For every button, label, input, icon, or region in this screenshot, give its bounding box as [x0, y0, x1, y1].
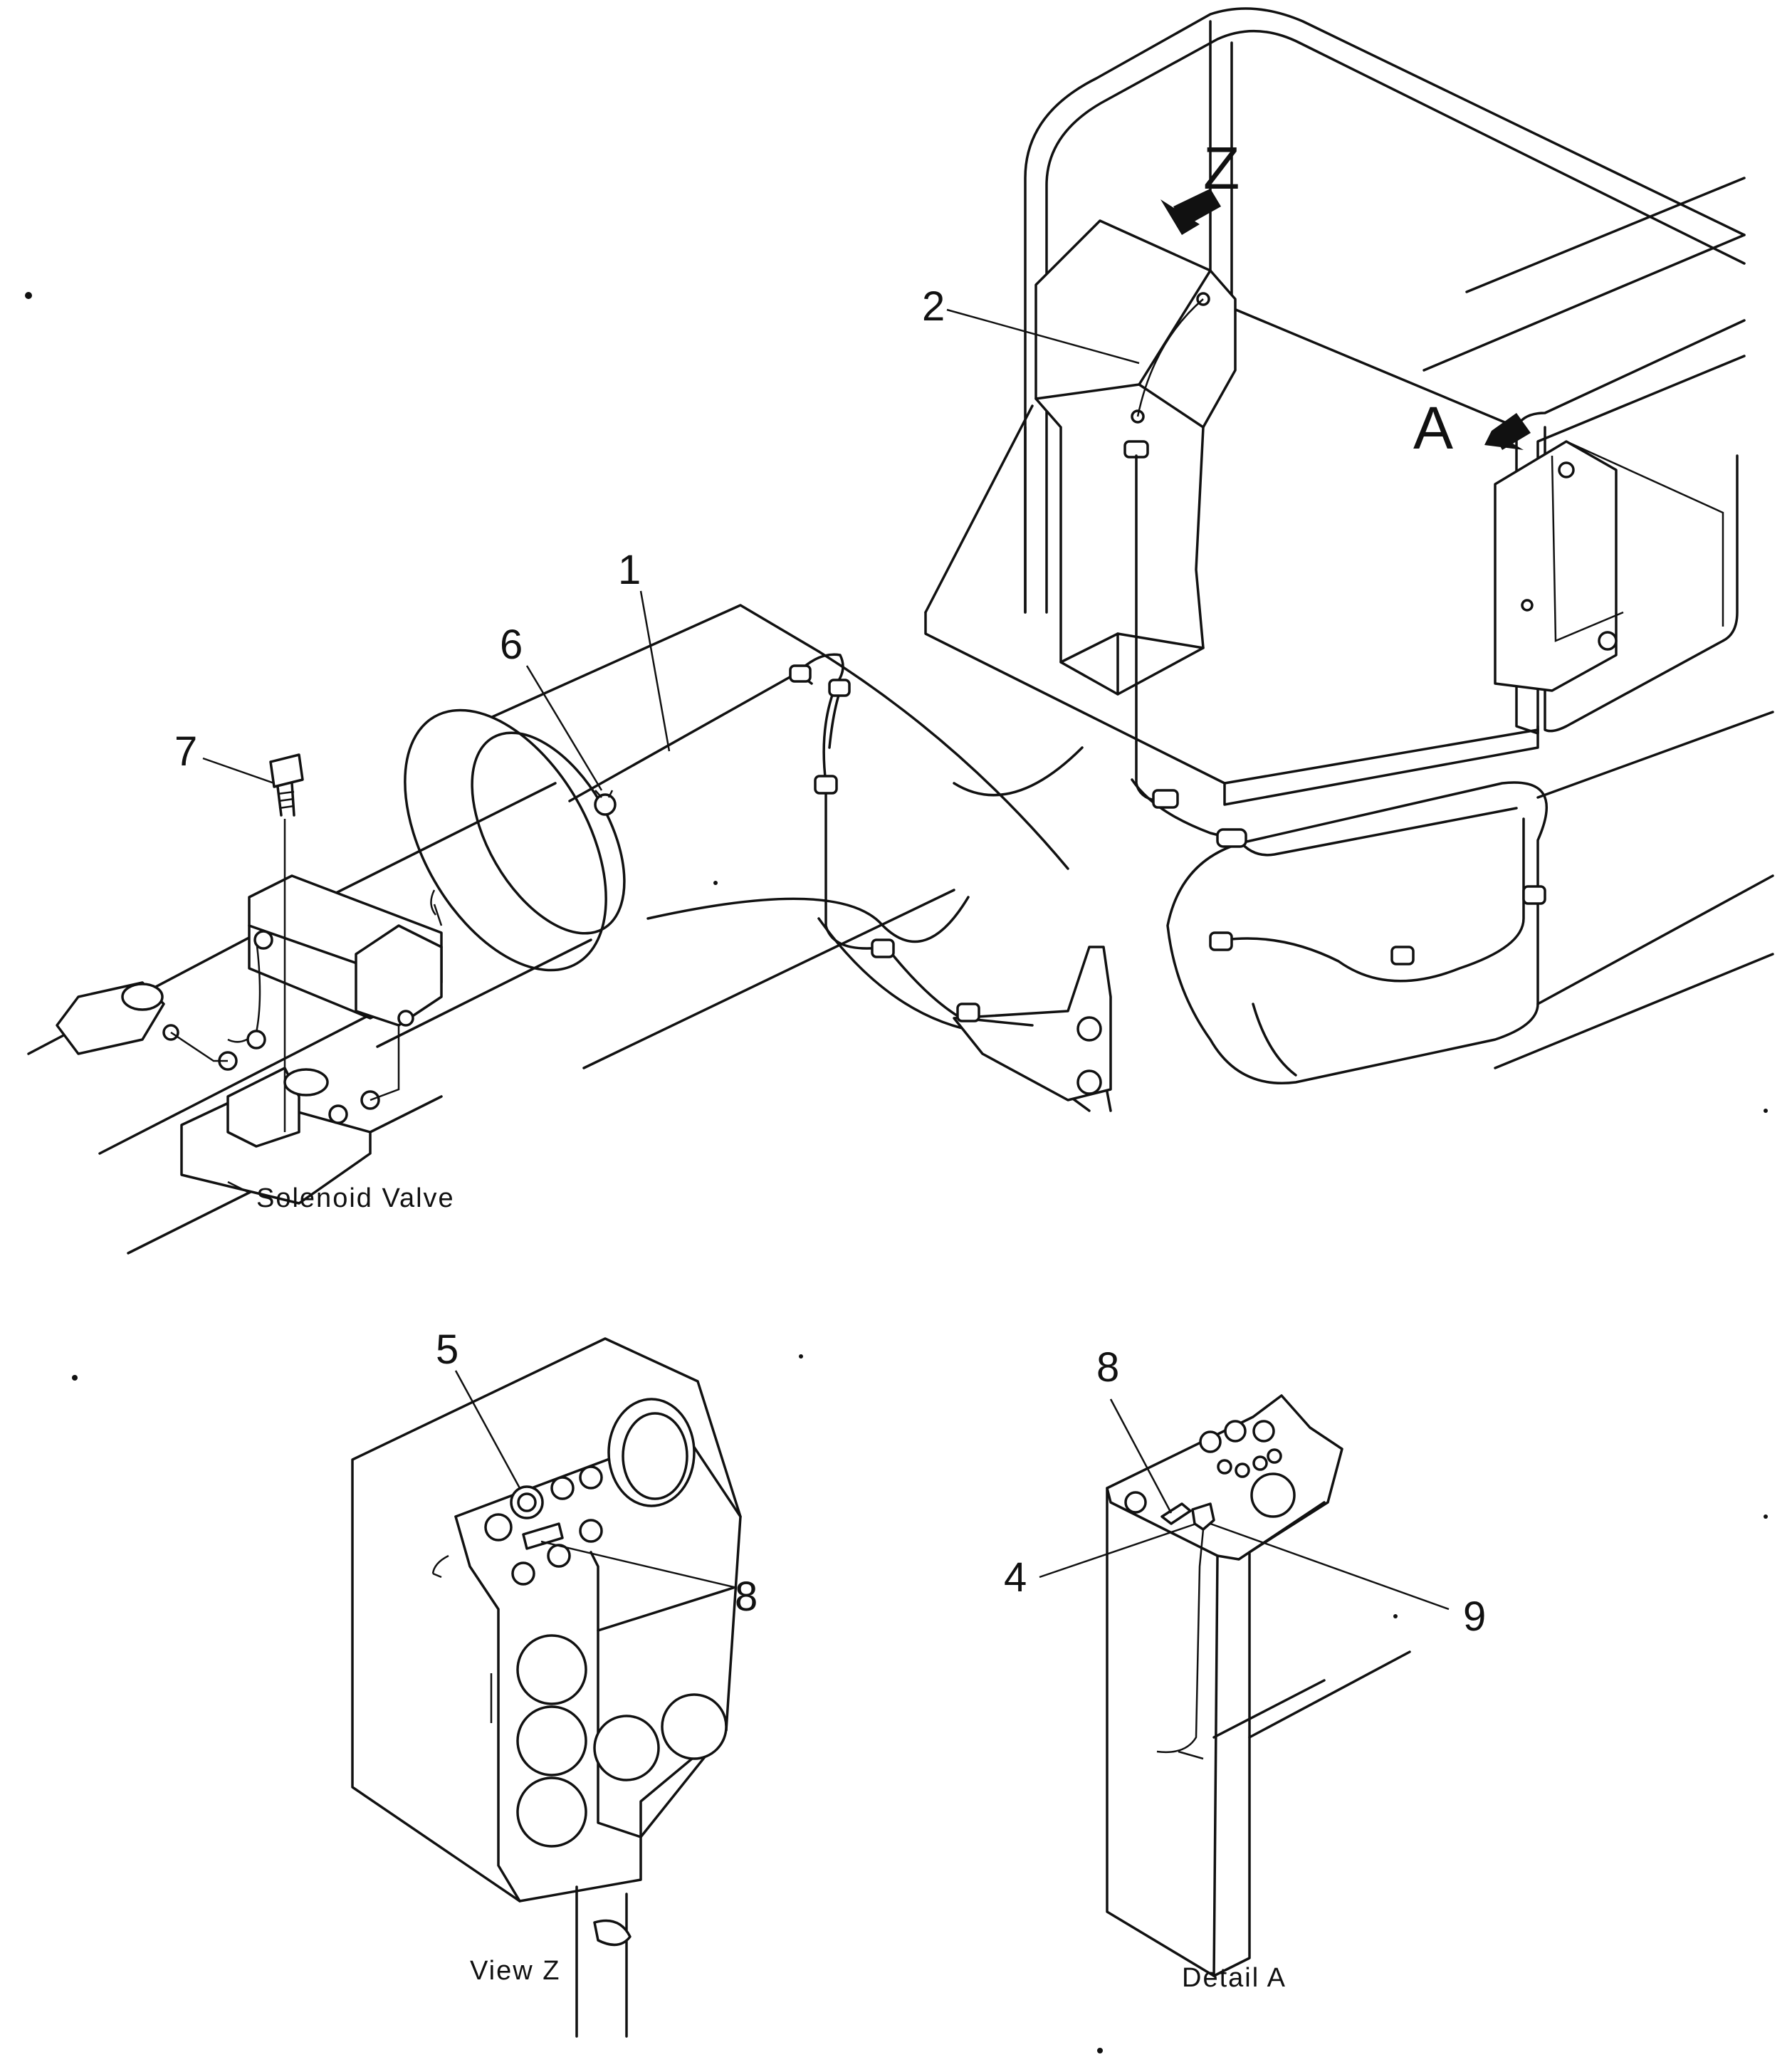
solenoid-valve-label: Solenoid Valve	[256, 1183, 455, 1213]
detail-a-caption: Detail A	[1182, 1963, 1287, 1993]
view-z-caption: View Z	[470, 1956, 560, 1986]
leaders-top	[127, 308, 1140, 1255]
view-z-drawing	[351, 1337, 742, 2038]
callout-7: 7	[174, 728, 197, 775]
callout-9: 9	[1463, 1593, 1486, 1640]
arrow-z	[1160, 189, 1221, 235]
callout-4: 4	[1004, 1554, 1027, 1601]
callout-5: 5	[436, 1326, 459, 1373]
wire-harness	[568, 653, 1546, 1027]
flange-cylinder	[298, 708, 626, 1048]
callout-6: 6	[500, 622, 523, 668]
left-arm	[27, 874, 443, 1255]
door-panel	[1494, 440, 1624, 692]
boom	[454, 604, 1774, 1112]
callout-8-detail-a: 8	[1096, 1344, 1119, 1391]
callout-1: 1	[618, 547, 641, 593]
view-mark-a: A	[1413, 394, 1453, 461]
leaders-bottom	[454, 1370, 1450, 1611]
bolt	[269, 753, 304, 1132]
scan-specks	[25, 292, 1768, 2053]
cab-console	[1034, 219, 1237, 802]
detail-a-drawing	[1106, 1394, 1411, 1977]
view-mark-z: Z	[1203, 135, 1240, 202]
arrow-a	[1484, 413, 1531, 450]
callout-2: 2	[922, 283, 945, 330]
callout-8-view-z: 8	[735, 1574, 758, 1620]
